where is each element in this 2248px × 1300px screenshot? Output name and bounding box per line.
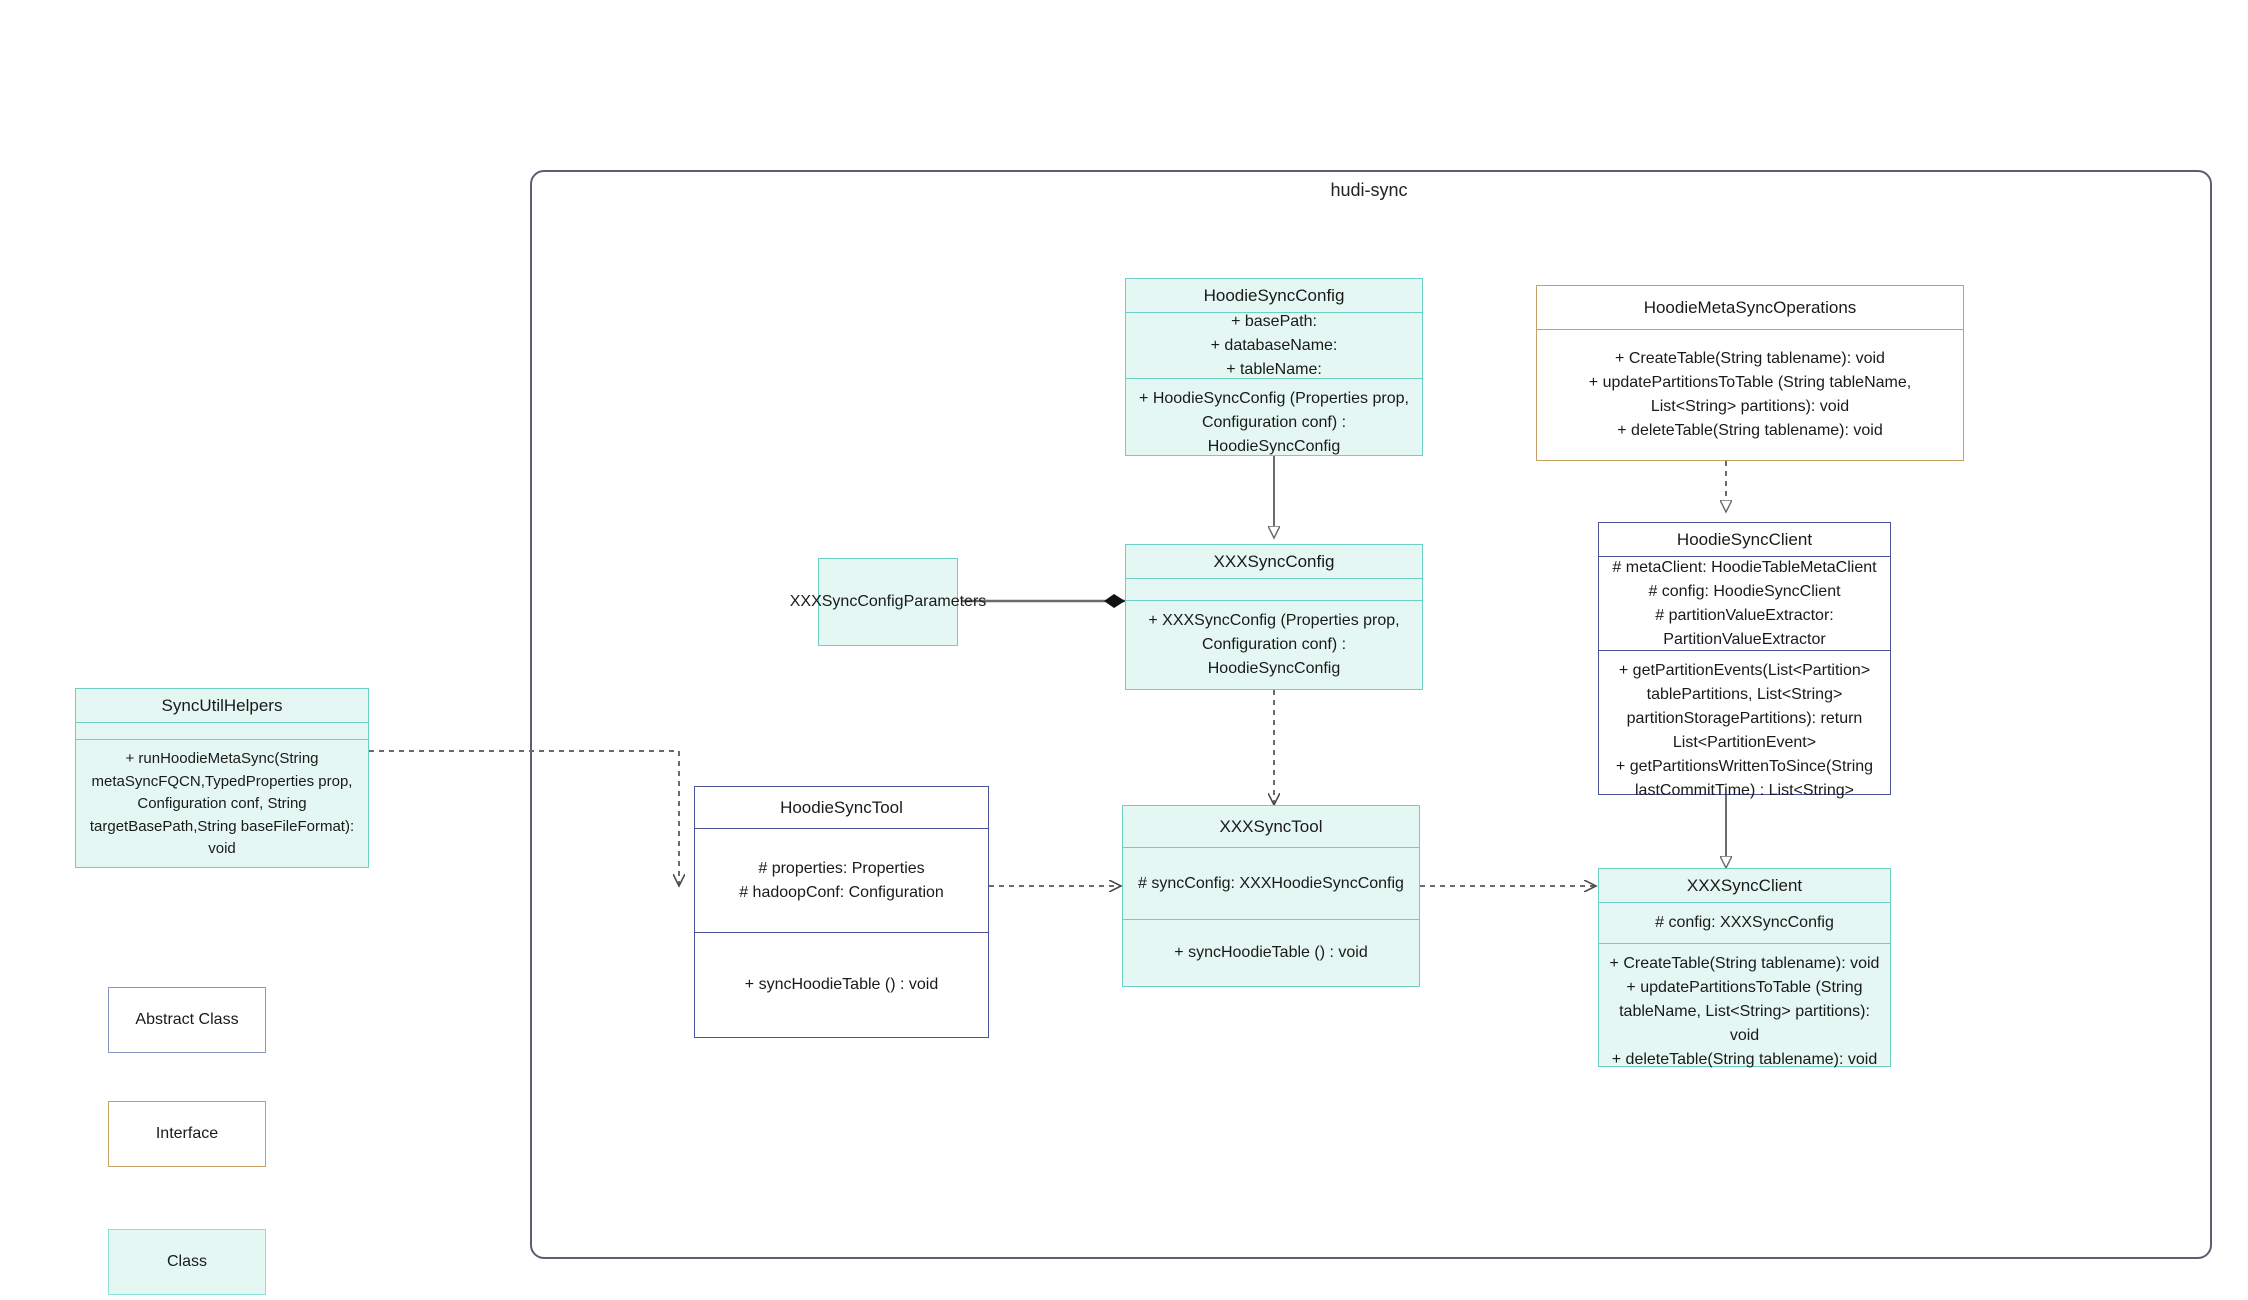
class-attributes <box>76 723 368 741</box>
class-operations: + XXXSyncConfig (Properties prop, Config… <box>1148 612 1400 677</box>
class-operations: + CreateTable(String tablename): void + … <box>1609 955 1880 1069</box>
class-operations: + runHoodieMetaSync(String metaSyncFQCN,… <box>89 750 355 858</box>
class-attributes: # properties: Properties # hadoopConf: C… <box>695 829 988 933</box>
legend-interface-label: Interface <box>155 1125 219 1142</box>
abstract-class-hoodie-sync-client[interactable]: HoodieSyncClient # metaClient: HoodieTab… <box>1598 522 1891 799</box>
legend-abstract-class: Abstract Class <box>108 987 266 1053</box>
class-attributes: # metaClient: HoodieTableMetaClient # co… <box>1599 557 1890 652</box>
class-attributes: + basePath: + databaseName: + tableName: <box>1126 313 1422 380</box>
package-hudi-sync <box>530 170 2212 1259</box>
class-operations: + getPartitionEvents(List<Partition> tab… <box>1615 662 1874 800</box>
class-operations: + syncHoodieTable () : void <box>1174 944 1368 961</box>
class-title: SyncUtilHelpers <box>76 689 368 724</box>
class-title: XXXSyncTool <box>1123 806 1419 848</box>
class-hoodie-sync-config[interactable]: HoodieSyncConfig + basePath: + databaseN… <box>1125 278 1423 456</box>
class-xxx-sync-client[interactable]: XXXSyncClient # config: XXXSyncConfig + … <box>1598 868 1891 1068</box>
class-xxx-sync-config[interactable]: XXXSyncConfig + XXXSyncConfig (Propertie… <box>1125 544 1423 690</box>
class-operations: + syncHoodieTable () : void <box>744 976 939 993</box>
legend-class-label: Class <box>166 1253 207 1270</box>
class-attributes: # config: XXXSyncConfig <box>1599 903 1890 945</box>
class-attributes <box>1126 579 1422 601</box>
class-title: XXXSyncClient <box>1599 869 1890 904</box>
class-operations: + HoodieSyncConfig (Properties prop, Con… <box>1139 390 1409 456</box>
class-title: HoodieSyncClient <box>1599 523 1890 558</box>
class-title: XXXSyncConfig <box>1126 545 1422 580</box>
class-title: HoodieSyncTool <box>695 787 988 829</box>
package-title: hudi-sync <box>1330 180 1408 200</box>
class-xxx-sync-config-parameters[interactable]: XXXSyncConfigParameters <box>789 558 987 646</box>
interface-hoodie-meta-sync-operations[interactable]: HoodieMetaSyncOperations + CreateTable(S… <box>1536 285 1964 461</box>
class-xxx-sync-tool[interactable]: XXXSyncTool # syncConfig: XXXHoodieSyncC… <box>1122 805 1420 987</box>
legend-abstract-label: Abstract Class <box>135 1011 239 1028</box>
class-title: HoodieSyncConfig <box>1126 279 1422 314</box>
class-title: XXXSyncConfigParameters <box>789 593 987 610</box>
abstract-class-hoodie-sync-tool[interactable]: HoodieSyncTool # properties: Properties … <box>694 786 989 1038</box>
legend-class: Class <box>108 1229 266 1295</box>
interface-title: HoodieMetaSyncOperations <box>1537 286 1963 330</box>
class-sync-util-helpers[interactable]: SyncUtilHelpers + runHoodieMetaSync(Stri… <box>75 688 369 868</box>
class-attributes: # syncConfig: XXXHoodieSyncConfig <box>1123 848 1419 920</box>
legend-interface: Interface <box>108 1101 266 1167</box>
interface-operations: + CreateTable(String tablename): void + … <box>1588 350 1912 439</box>
